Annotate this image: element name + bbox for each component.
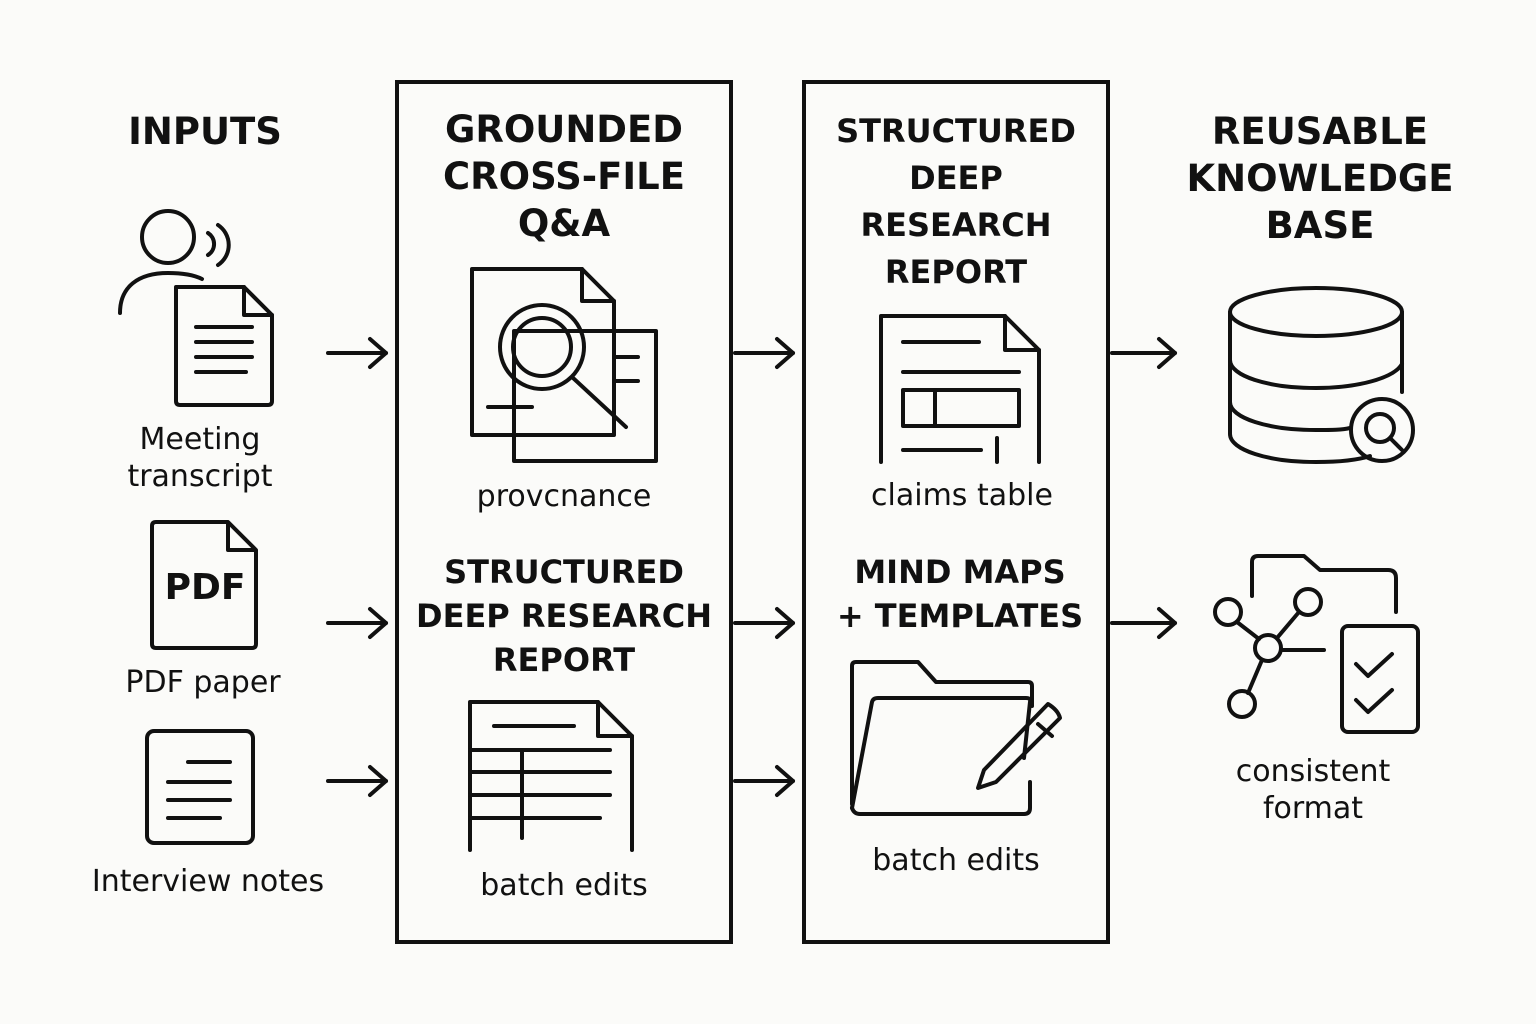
arrow-right-icon [1112,339,1175,367]
arrow-right-icon [1112,609,1175,637]
consistent-format-caption: consistent format [1235,754,1391,826]
pdf-file-icon [148,518,260,652]
structured-report-title: STRUCTURED DEEP RESEARCH REPORT [416,553,712,679]
database-search-icon [1228,284,1424,470]
document-magnifier-icon [468,265,658,465]
input-label-interview-notes: Interview notes [91,864,325,899]
column-panel-qa [395,80,733,944]
mind-map-checklist-icon [1212,554,1424,734]
arrow-right-icon [328,339,386,367]
arrow-right-icon [328,609,386,637]
input-label-pdf-paper: PDF paper [125,665,281,700]
column-panel-report [802,80,1110,944]
qa-caption: provcnance [476,479,652,514]
mind-maps-title: MIND MAPS + TEMPLATES [836,553,1084,635]
qa-title: GROUNDED CROSS-FILE Q&A [443,108,685,245]
claims-table-caption: claims table [871,478,1053,513]
report-document-icon [877,312,1043,462]
input-label-meeting-transcript: Meeting transcript [127,422,273,494]
folder-pencil-icon [848,658,1068,818]
person-speaking-document-icon [110,205,280,415]
arrow-right-icon [735,339,793,367]
notes-icon [144,728,256,846]
arrow-right-icon [735,767,793,795]
arrow-right-icon [735,609,793,637]
inputs-title: INPUTS [128,110,282,153]
structured-report-caption: batch edits [480,868,648,903]
arrow-right-icon [328,767,386,795]
deep-research-title: STRUCTURED DEEP RESEARCH REPORT [836,112,1076,291]
pdf-badge: PDF [164,567,246,608]
table-document-icon [466,698,636,850]
mind-maps-caption: batch edits [872,843,1040,878]
knowledge-base-title: REUSABLE KNOWLEDGE BASE [1186,110,1454,247]
